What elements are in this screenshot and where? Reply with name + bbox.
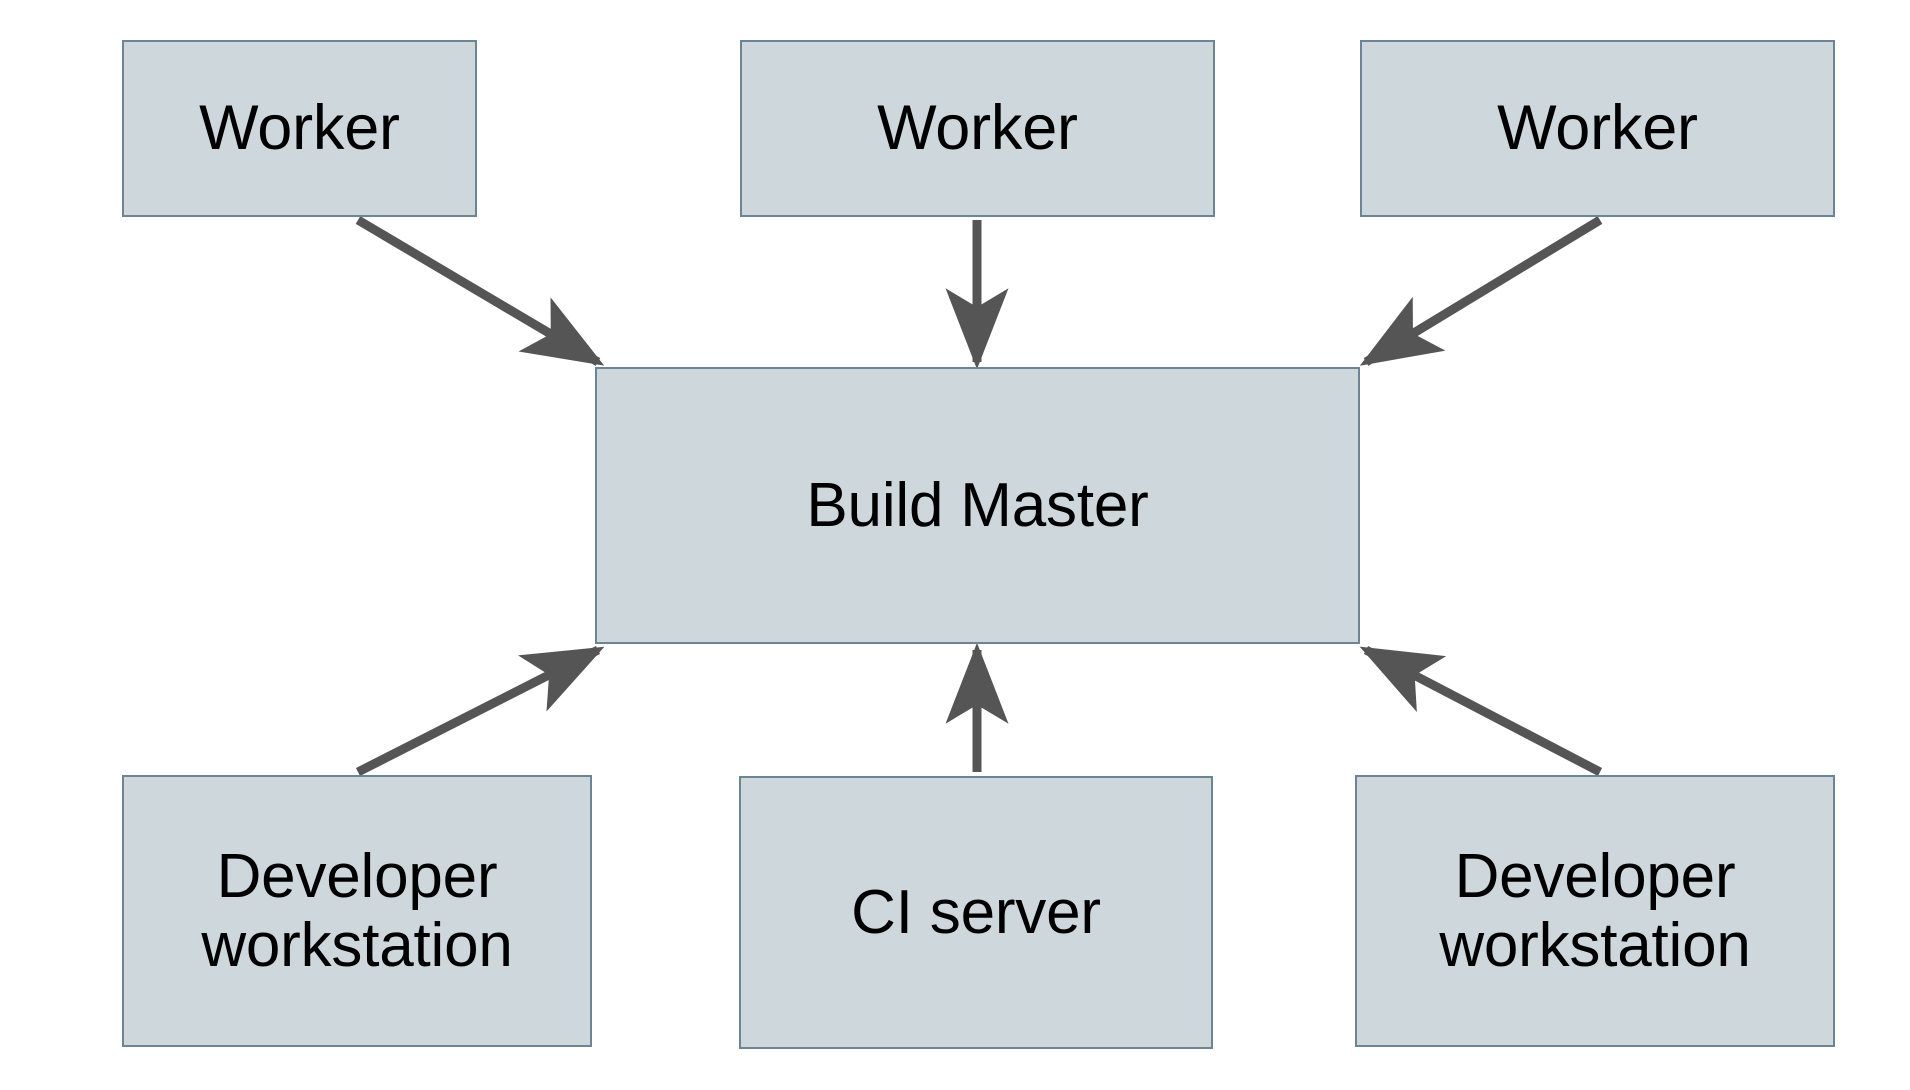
edge-worker3-to-build-master xyxy=(1359,216,1603,366)
edge-worker1-to-build-master xyxy=(355,216,605,366)
node-developer-workstation-left[interactable]: Developer workstation xyxy=(122,775,592,1047)
node-developer-workstation-right[interactable]: Developer workstation xyxy=(1355,775,1835,1047)
node-build-master[interactable]: Build Master xyxy=(595,367,1360,644)
node-worker-2[interactable]: Worker xyxy=(740,40,1215,217)
edge-dev-left-to-build-master xyxy=(355,645,605,777)
node-worker-1[interactable]: Worker xyxy=(122,40,477,217)
edge-dev-right-to-build-master xyxy=(1359,646,1603,776)
node-ci-server[interactable]: CI server xyxy=(739,776,1213,1049)
node-worker-3[interactable]: Worker xyxy=(1360,40,1835,217)
